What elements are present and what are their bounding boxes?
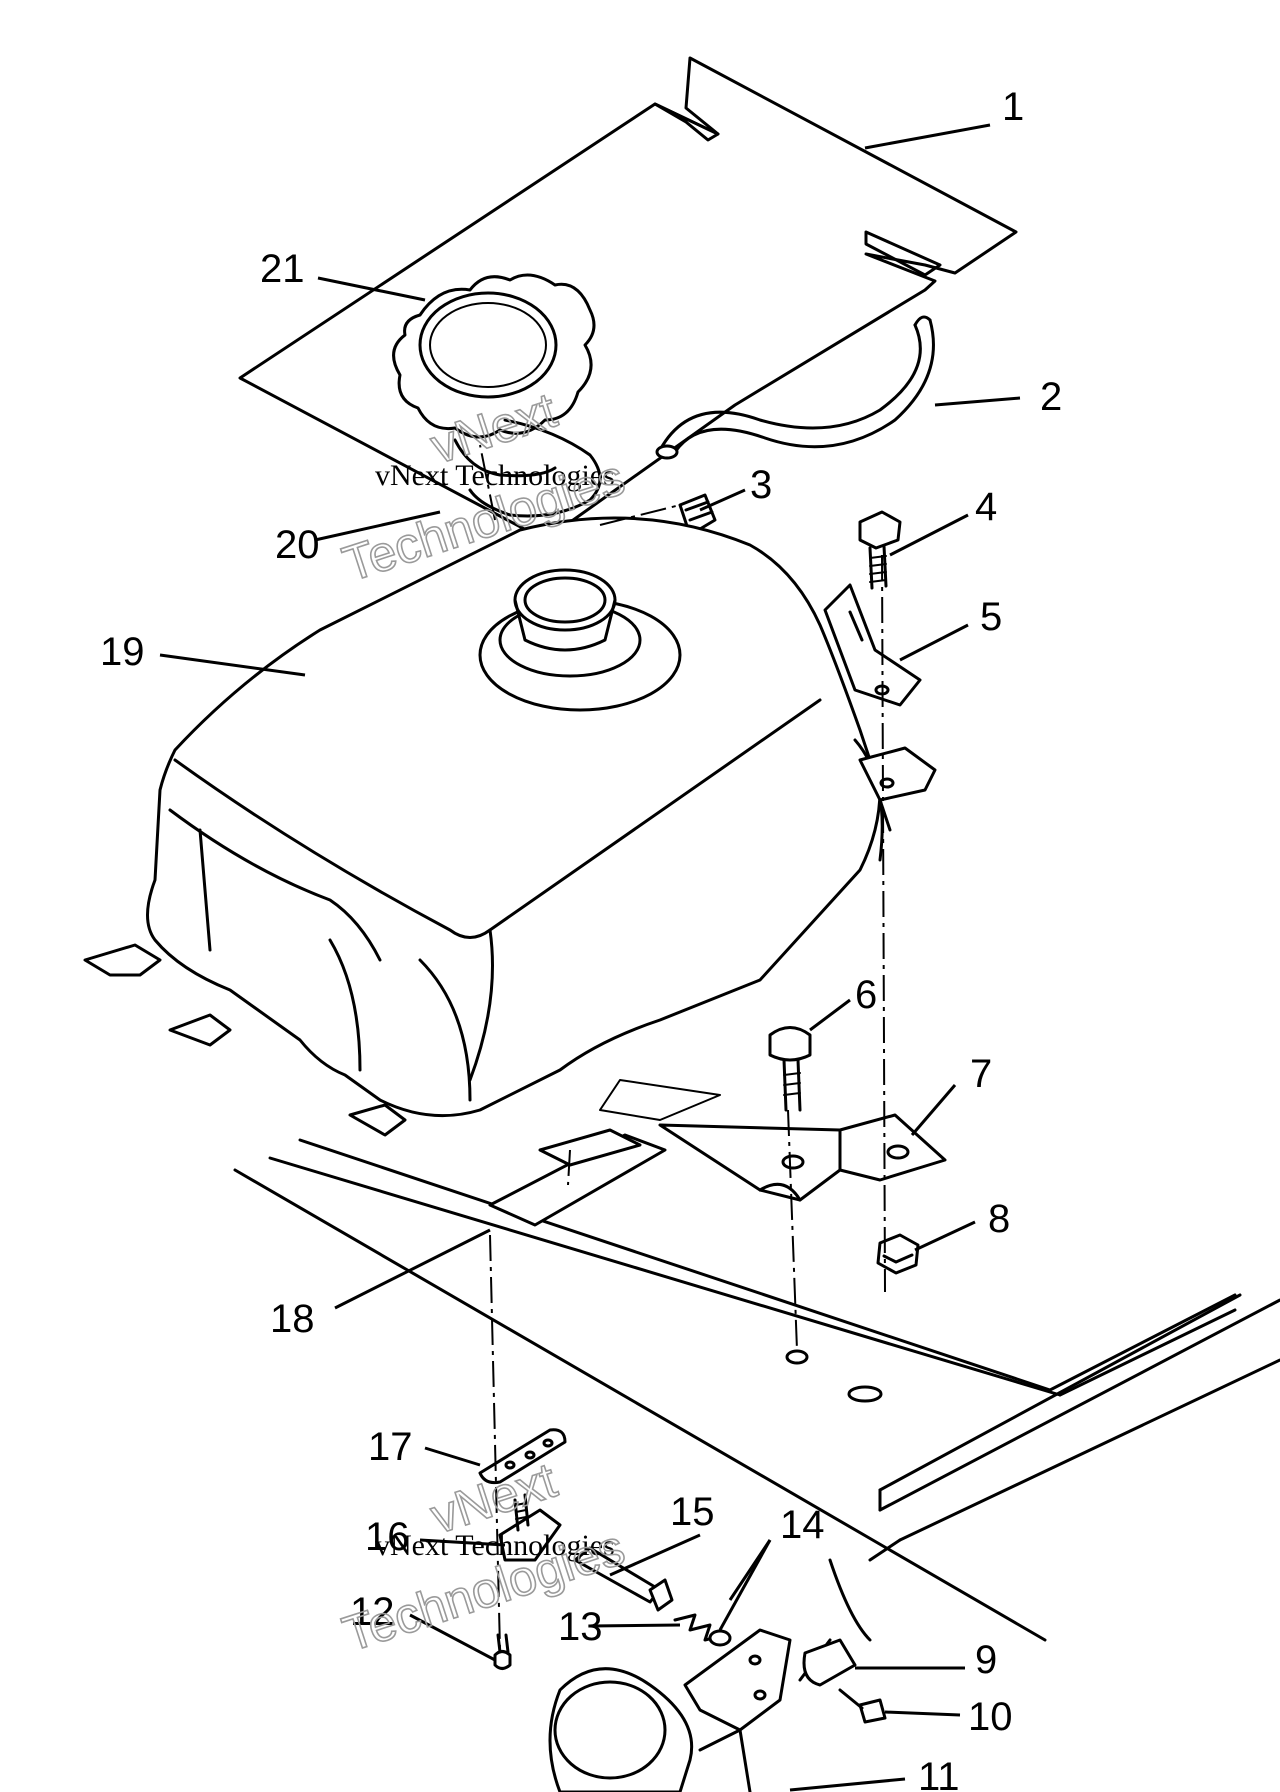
callout-1: 1 — [1002, 85, 1024, 129]
washer-part-14 — [708, 1629, 732, 1647]
nut-part-8 — [876, 1233, 920, 1275]
callout-2: 2 — [1040, 375, 1062, 419]
gasket-part-20 — [453, 438, 557, 478]
watermark-upper-small: vNext Technologies — [375, 459, 615, 492]
callout-14: 14 — [780, 1503, 825, 1547]
assembly-centerlines — [479, 444, 886, 1651]
bolt-part-6 — [768, 1026, 812, 1112]
fuel-cap-part-21 — [392, 273, 602, 518]
callout-9: 9 — [975, 1638, 997, 1682]
screw-part-12 — [493, 1633, 512, 1670]
callout-13: 13 — [558, 1605, 603, 1649]
callout-11: 11 — [918, 1755, 960, 1792]
callout-labels: 1 2 3 4 5 6 7 8 9 10 11 12 13 14 15 16 1… — [100, 85, 1062, 1792]
leader-lines — [159, 123, 1021, 1792]
bracket-part-7 — [658, 1113, 947, 1202]
seat-pad-part-1 — [238, 56, 1018, 542]
knob-part-9 — [802, 1638, 857, 1687]
callout-6: 6 — [855, 973, 877, 1017]
pad-part-18 — [488, 1128, 667, 1227]
callout-19: 19 — [100, 630, 145, 674]
callout-18: 18 — [270, 1297, 315, 1341]
frame-hole — [785, 1349, 809, 1365]
fuel-tank-part-19 — [83, 516, 937, 1137]
callout-10: 10 — [968, 1695, 1013, 1739]
bracket-part-5 — [823, 583, 922, 707]
screw-part-10 — [838, 1688, 887, 1724]
bolt-part-4 — [858, 510, 902, 590]
callout-15: 15 — [670, 1490, 715, 1534]
plate-part-17 — [478, 1428, 567, 1485]
callout-21: 21 — [260, 247, 305, 291]
watermark-lower-small: vNext Technologies — [375, 1529, 615, 1562]
bracket-part-11 — [548, 1628, 792, 1792]
callout-5: 5 — [980, 595, 1002, 639]
callout-17: 17 — [368, 1425, 413, 1469]
callout-8: 8 — [988, 1197, 1010, 1241]
shaft-part-15 — [573, 1546, 674, 1612]
callout-12: 12 — [350, 1590, 395, 1634]
callout-20: 20 — [275, 523, 320, 567]
callout-7: 7 — [970, 1052, 992, 1096]
spring-part-13 — [673, 1613, 727, 1642]
callout-3: 3 — [750, 463, 772, 507]
callout-4: 4 — [975, 485, 997, 529]
callout-16: 16 — [365, 1515, 410, 1559]
vent-hose-part-2 — [655, 315, 935, 460]
petcock-part-16 — [498, 1493, 562, 1562]
